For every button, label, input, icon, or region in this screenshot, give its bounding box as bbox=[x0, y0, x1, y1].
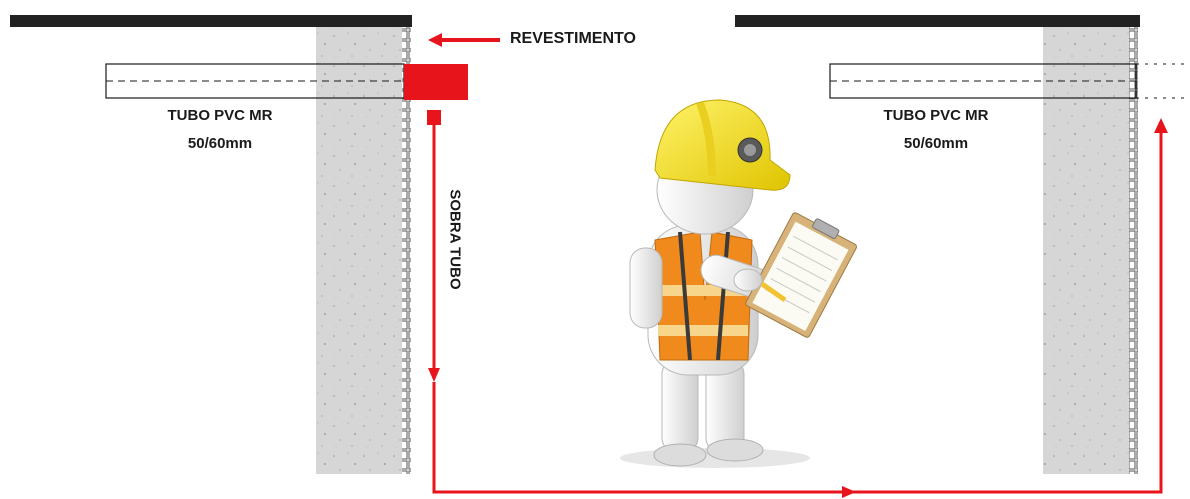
left-pipe-size-label: 50/60mm bbox=[187, 135, 253, 152]
return-path-up-arrow bbox=[1154, 118, 1168, 133]
pipe-leftover-block bbox=[404, 64, 468, 100]
right-concrete-wall bbox=[1043, 27, 1129, 474]
right-pipe-size-label: 50/60mm bbox=[903, 135, 969, 152]
construction-worker-icon bbox=[620, 99, 857, 468]
return-path-mid-arrow bbox=[842, 486, 856, 498]
right-slab bbox=[735, 15, 1140, 27]
left-pipe-name-label: TUBO PVC MR bbox=[167, 107, 273, 124]
return-path-line bbox=[432, 132, 1163, 494]
sobra-tubo-label: SOBRA TUBO bbox=[446, 189, 464, 290]
left-slab bbox=[10, 15, 412, 27]
revestimento-label: REVESTIMENTO bbox=[510, 30, 636, 47]
sobra-tubo-start-marker bbox=[427, 110, 441, 125]
left-concrete-wall bbox=[316, 27, 402, 474]
left-wall-cladding bbox=[402, 27, 411, 474]
sobra-tubo-arrow-head bbox=[428, 368, 440, 382]
right-pipe-name-label: TUBO PVC MR bbox=[883, 107, 989, 124]
revestimento-arrow-head bbox=[428, 33, 442, 47]
right-wall-cladding bbox=[1129, 27, 1138, 474]
